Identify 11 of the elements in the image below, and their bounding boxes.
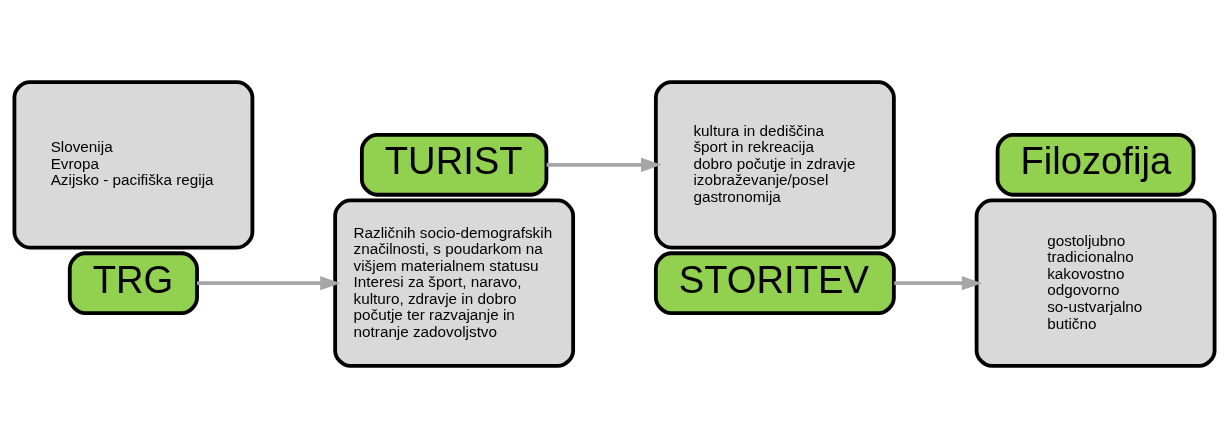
node-box: Različnih socio-demografskih značilnosti, s poudarkom na višjem materialnem statusu Interesi za šport, naravo, kulturo, zdravje in dobro počutje ter razvajanje in notranje zadovoljstvo xyxy=(333,198,576,368)
node-box: Slovenija Evropa Azijsko - pacifiška regija xyxy=(12,79,255,249)
node-box: STORITEV xyxy=(653,250,896,315)
node-box: kultura in dediščina šport in rekreacija dobro počutje in zdravje izobraževanje/posel gastronomija xyxy=(653,79,896,249)
node-box: TURIST xyxy=(359,132,549,197)
node-box: Filozofija xyxy=(995,132,1196,197)
arrow xyxy=(894,275,983,290)
node-box: TRG xyxy=(67,250,199,315)
arrow xyxy=(197,275,341,290)
arrow xyxy=(546,157,662,172)
node-box: gostoljubno tradicionalno kakovostno odgovorno so-ustvarjalno butično xyxy=(974,198,1217,368)
